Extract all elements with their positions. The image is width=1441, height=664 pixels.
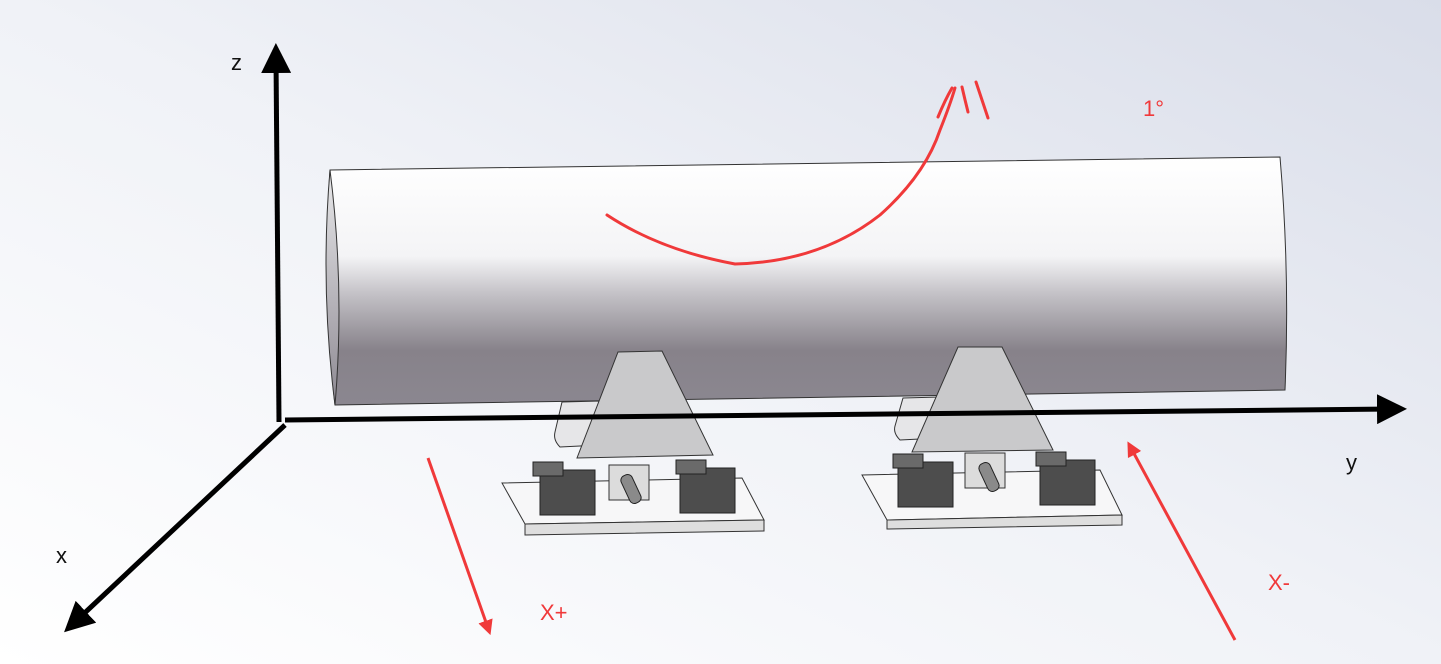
- y-axis: [284, 394, 1407, 425]
- z-axis-label: z: [231, 50, 242, 75]
- rotation-annotation: [605, 80, 990, 266]
- support-assembly-1: [501, 350, 765, 536]
- x-plus-arrow: [426, 457, 493, 636]
- cylinder: [325, 156, 1288, 406]
- z-axis: [261, 43, 292, 423]
- x-minus-label: X-: [1268, 570, 1290, 595]
- cylinder-end-cap: [325, 169, 340, 406]
- y-axis-label: y: [1346, 450, 1357, 475]
- x-axis: [64, 423, 287, 633]
- x-axis-label: x: [56, 543, 67, 568]
- x-minus-arrow: [1127, 441, 1237, 641]
- rotation-label: 1°: [1143, 96, 1165, 121]
- x-plus-label: X+: [540, 600, 568, 625]
- support-assembly-2: [861, 346, 1123, 530]
